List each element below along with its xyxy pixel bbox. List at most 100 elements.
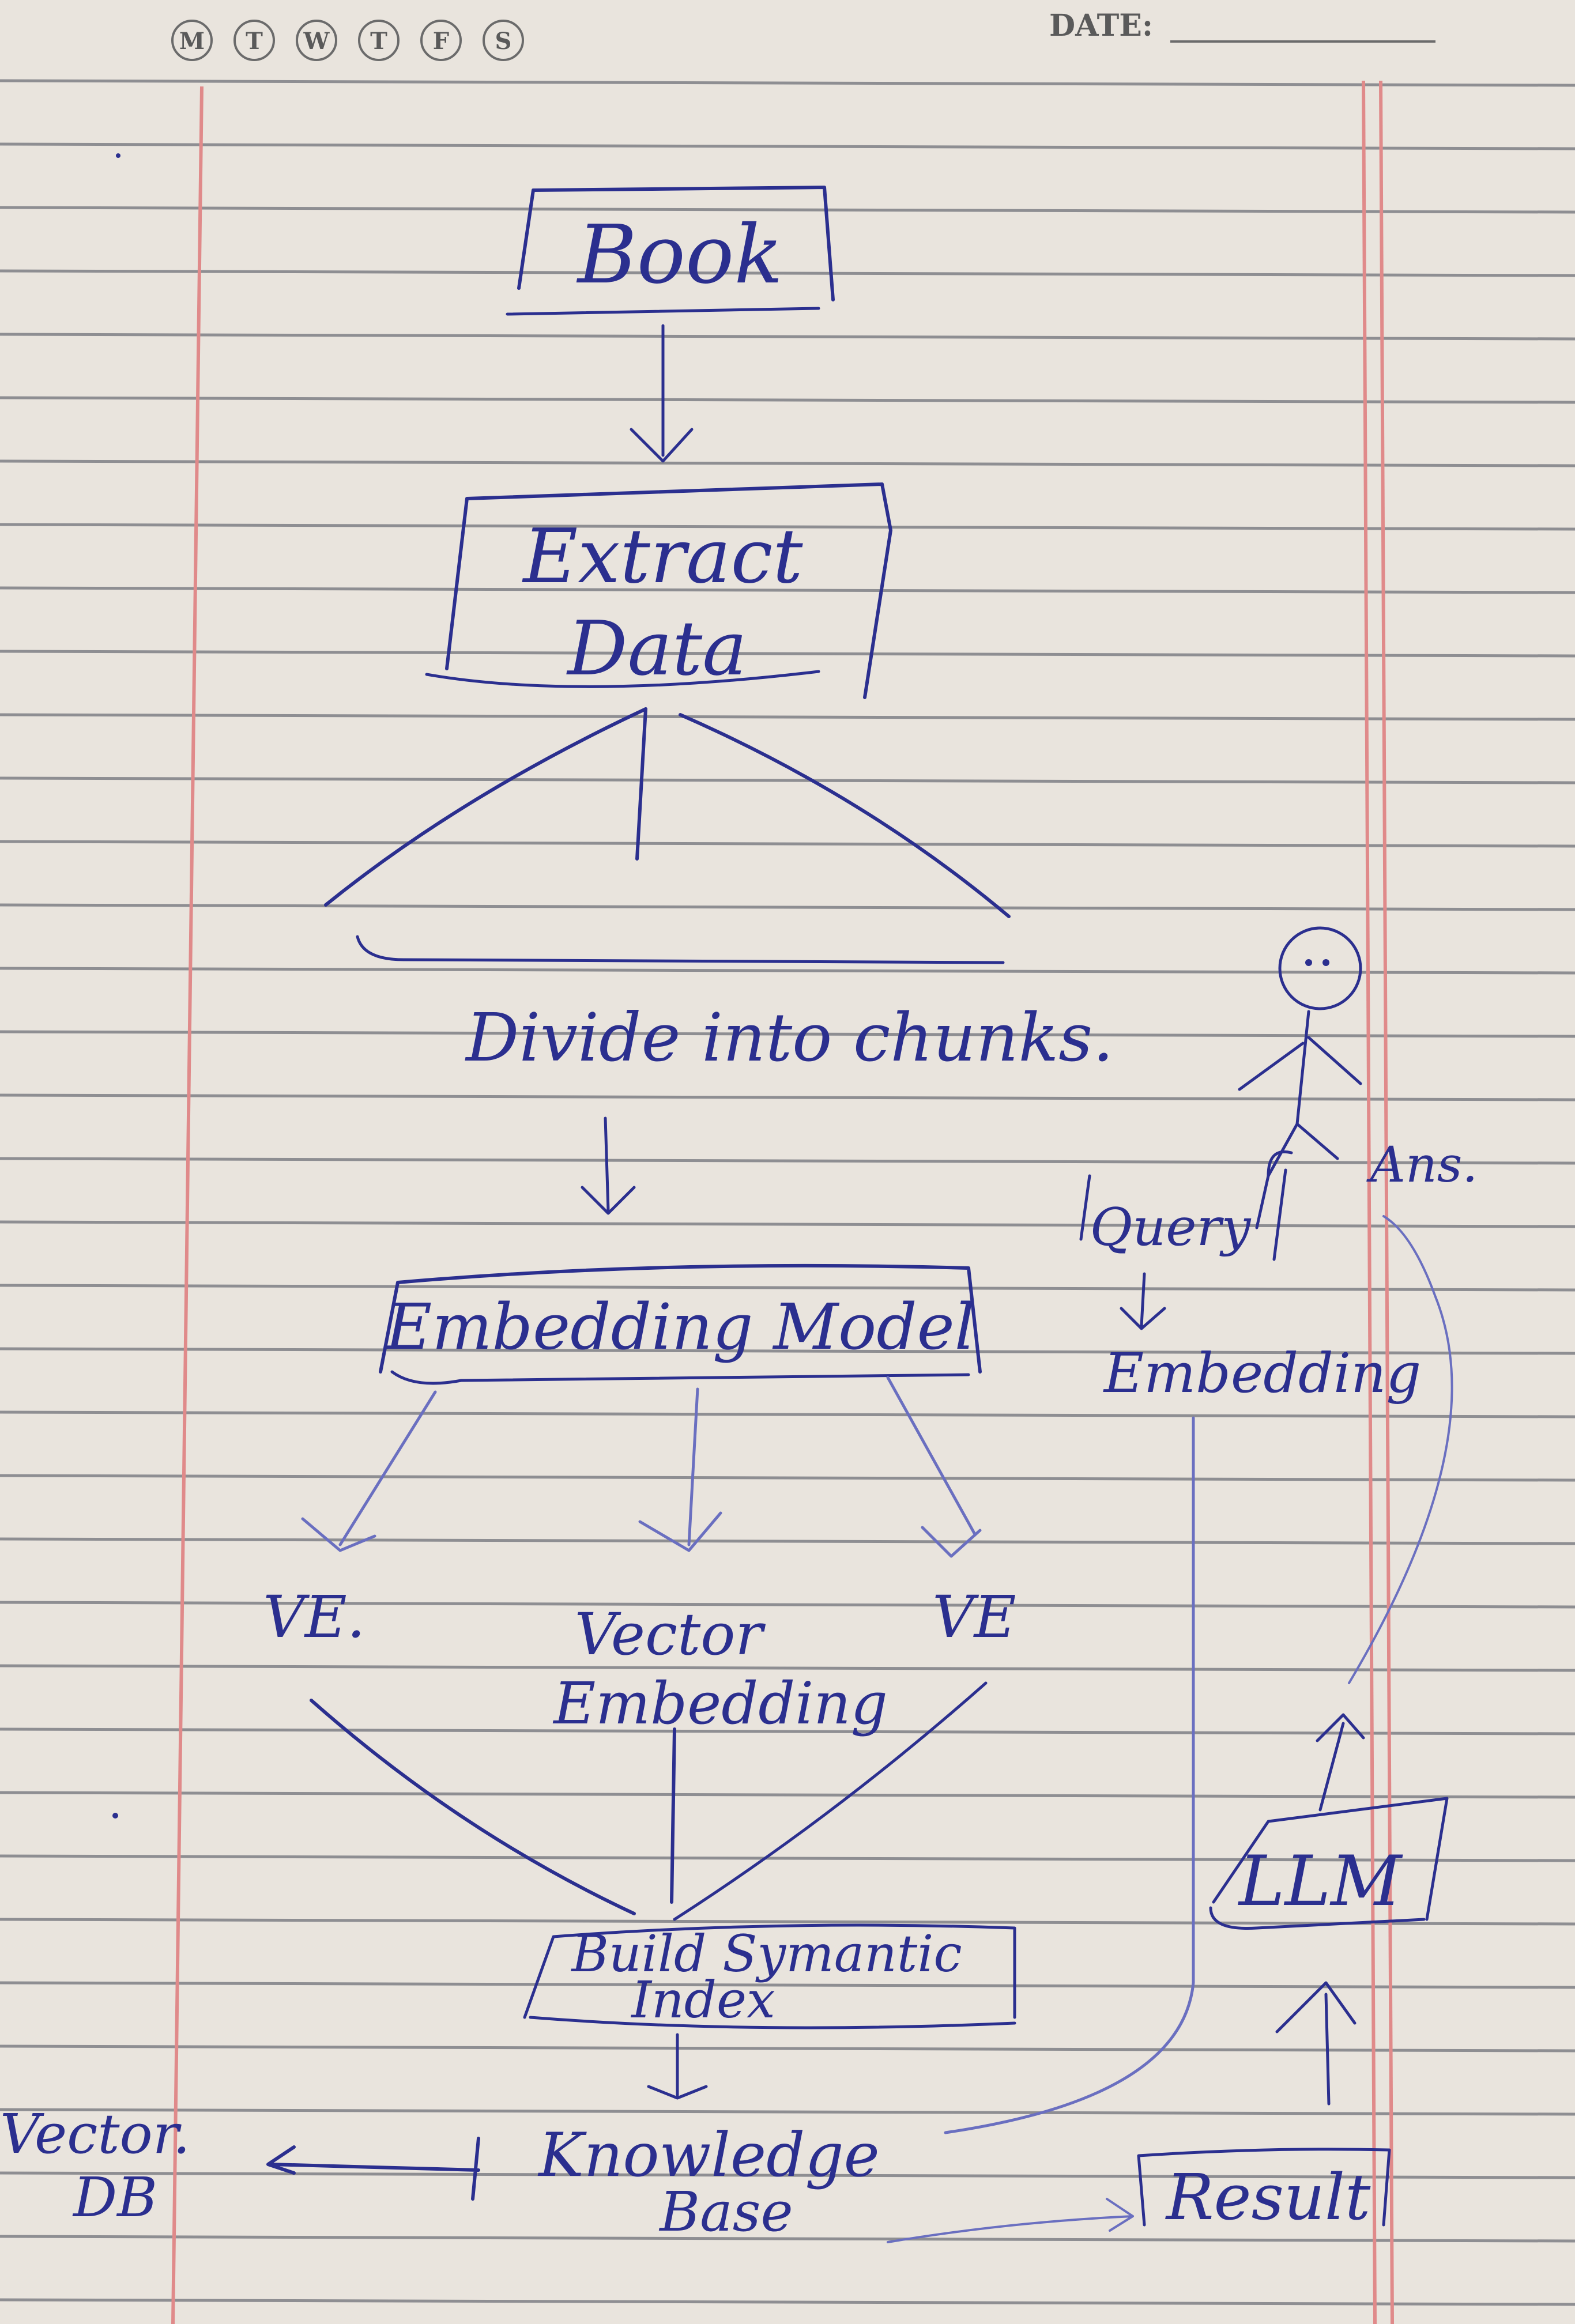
extract-label-line2: Data: [566, 605, 747, 692]
day-m-label: M: [179, 28, 205, 55]
ruled-line: [0, 1220, 1575, 1228]
day-t: T: [233, 20, 275, 61]
date-label: DATE:: [1049, 8, 1153, 43]
semantic-index-box: [523, 1923, 1016, 2019]
ruled-line: [0, 396, 1575, 404]
arrow-book-extract: [630, 324, 694, 463]
stray-mark-2: [112, 1813, 118, 1819]
extract-box: [445, 482, 892, 699]
arrow-query-embedding: [1120, 1272, 1166, 1330]
query-to-knowledge-line: [944, 1416, 1195, 2134]
embedding-model-box: [379, 1263, 982, 1374]
ruled-line: [0, 1727, 1575, 1736]
chunk-split: [324, 707, 1011, 964]
llm-box: [1212, 1797, 1449, 1921]
ruled-line: [0, 650, 1575, 658]
knowledge-line1: Knowledge: [537, 2120, 879, 2190]
stray-mark-1: [116, 153, 120, 158]
ruled-line: [0, 2171, 1575, 2179]
book-box: [517, 186, 835, 301]
split-center: [635, 707, 647, 861]
ruled-line: [0, 1854, 1575, 1862]
query-to-user-line: [1255, 1150, 1293, 1229]
embedding-model-node: Embedding Model: [379, 1263, 982, 1385]
embedding-model-label: Embedding Model: [385, 1290, 975, 1364]
query-box: [1079, 1168, 1287, 1261]
embedding-model-base: [390, 1370, 970, 1385]
day-m: M: [171, 20, 213, 61]
ruled-line: [0, 1918, 1575, 1926]
book-box-base: [506, 307, 820, 316]
ruled-line: [0, 2298, 1575, 2306]
day-t-label: T: [246, 28, 263, 55]
arrow-index-knowledge: [647, 2033, 708, 2100]
ruled-line: [0, 1093, 1575, 1101]
day-s: S: [483, 20, 524, 61]
user-figure: [1238, 926, 1362, 1178]
ruled-line: [0, 1030, 1575, 1038]
semantic-index-node: Build Symantic Index: [523, 1923, 1016, 2029]
result-node: Result: [1137, 2148, 1391, 2234]
left-margin-line: [171, 86, 204, 2324]
ruled-line: [0, 206, 1575, 214]
arrow-result-llm: [1275, 1981, 1357, 2106]
ruled-line: [0, 1791, 1575, 1799]
semantic-index-line1: Build Symantic: [570, 1924, 962, 1983]
ruled-line: [0, 1284, 1575, 1292]
day-f-label: F: [433, 28, 449, 55]
ruled-line: [0, 142, 1575, 150]
ve-left-label: VE.: [263, 1583, 365, 1651]
day-f: F: [420, 20, 462, 61]
ruled-line: [0, 1981, 1575, 1989]
vector-embedding-line1: Vector: [575, 1601, 766, 1668]
ruled-line: [0, 1601, 1575, 1609]
ruled-line: [0, 903, 1575, 911]
right-margin-line-2: [1379, 80, 1394, 2324]
day-w: W: [296, 20, 337, 61]
answer-curve: [1348, 1215, 1453, 1684]
user-body: [1238, 1010, 1362, 1178]
ruled-line: [0, 776, 1575, 784]
ruled-line: [0, 1347, 1575, 1355]
ruled-line: [0, 459, 1575, 467]
query-label: Query: [1090, 1197, 1252, 1258]
split-left: [324, 707, 647, 907]
day-s-label: S: [495, 28, 512, 55]
query-node: Query: [1079, 1168, 1287, 1261]
ruled-line: [0, 523, 1575, 531]
arrow-model-ve-center: [638, 1387, 722, 1552]
extract-box-base: [425, 670, 820, 688]
ruled-line: [0, 586, 1575, 594]
extract-label-line1: Extract: [522, 512, 803, 600]
divide-label: Divide into chunks.: [465, 999, 1114, 1077]
arrow-knowledge-result: [887, 2198, 1134, 2243]
join-right: [673, 1681, 988, 1921]
day-w-label: W: [303, 28, 330, 55]
arrow-knowledge-vectordb: [266, 2137, 480, 2201]
vector-db-line1: Vector.: [0, 2103, 190, 2166]
ruled-line: [0, 1410, 1575, 1418]
query-embedding-label: Embedding: [1103, 1342, 1421, 1405]
ruled-line: [0, 967, 1575, 975]
join-center: [670, 1727, 676, 1904]
user-head: [1278, 926, 1362, 1010]
split-right: [679, 713, 1011, 918]
ve-right-label: VE: [932, 1583, 1016, 1651]
arrow-chunks-model: [581, 1116, 636, 1215]
arrow-llm-up: [1316, 1713, 1365, 1812]
ruled-line: [0, 1664, 1575, 1672]
llm-box-base: [1209, 1906, 1426, 1930]
llm-label: LLM: [1238, 1842, 1403, 1922]
book-node: Book: [506, 186, 835, 316]
day-t2-label: T: [370, 28, 387, 55]
vector-db-line2: DB: [72, 2166, 157, 2229]
join-left: [310, 1699, 636, 1915]
diagram: Book Extract Data Divide into chunks. Em…: [0, 153, 1478, 2244]
ruled-line: [0, 269, 1575, 277]
arrow-model-ve-right: [886, 1376, 982, 1558]
book-label: Book: [576, 208, 783, 302]
arrow-model-ve-left: [301, 1390, 437, 1552]
ruled-line: [0, 2108, 1575, 2116]
ruled-line: [0, 2044, 1575, 2053]
